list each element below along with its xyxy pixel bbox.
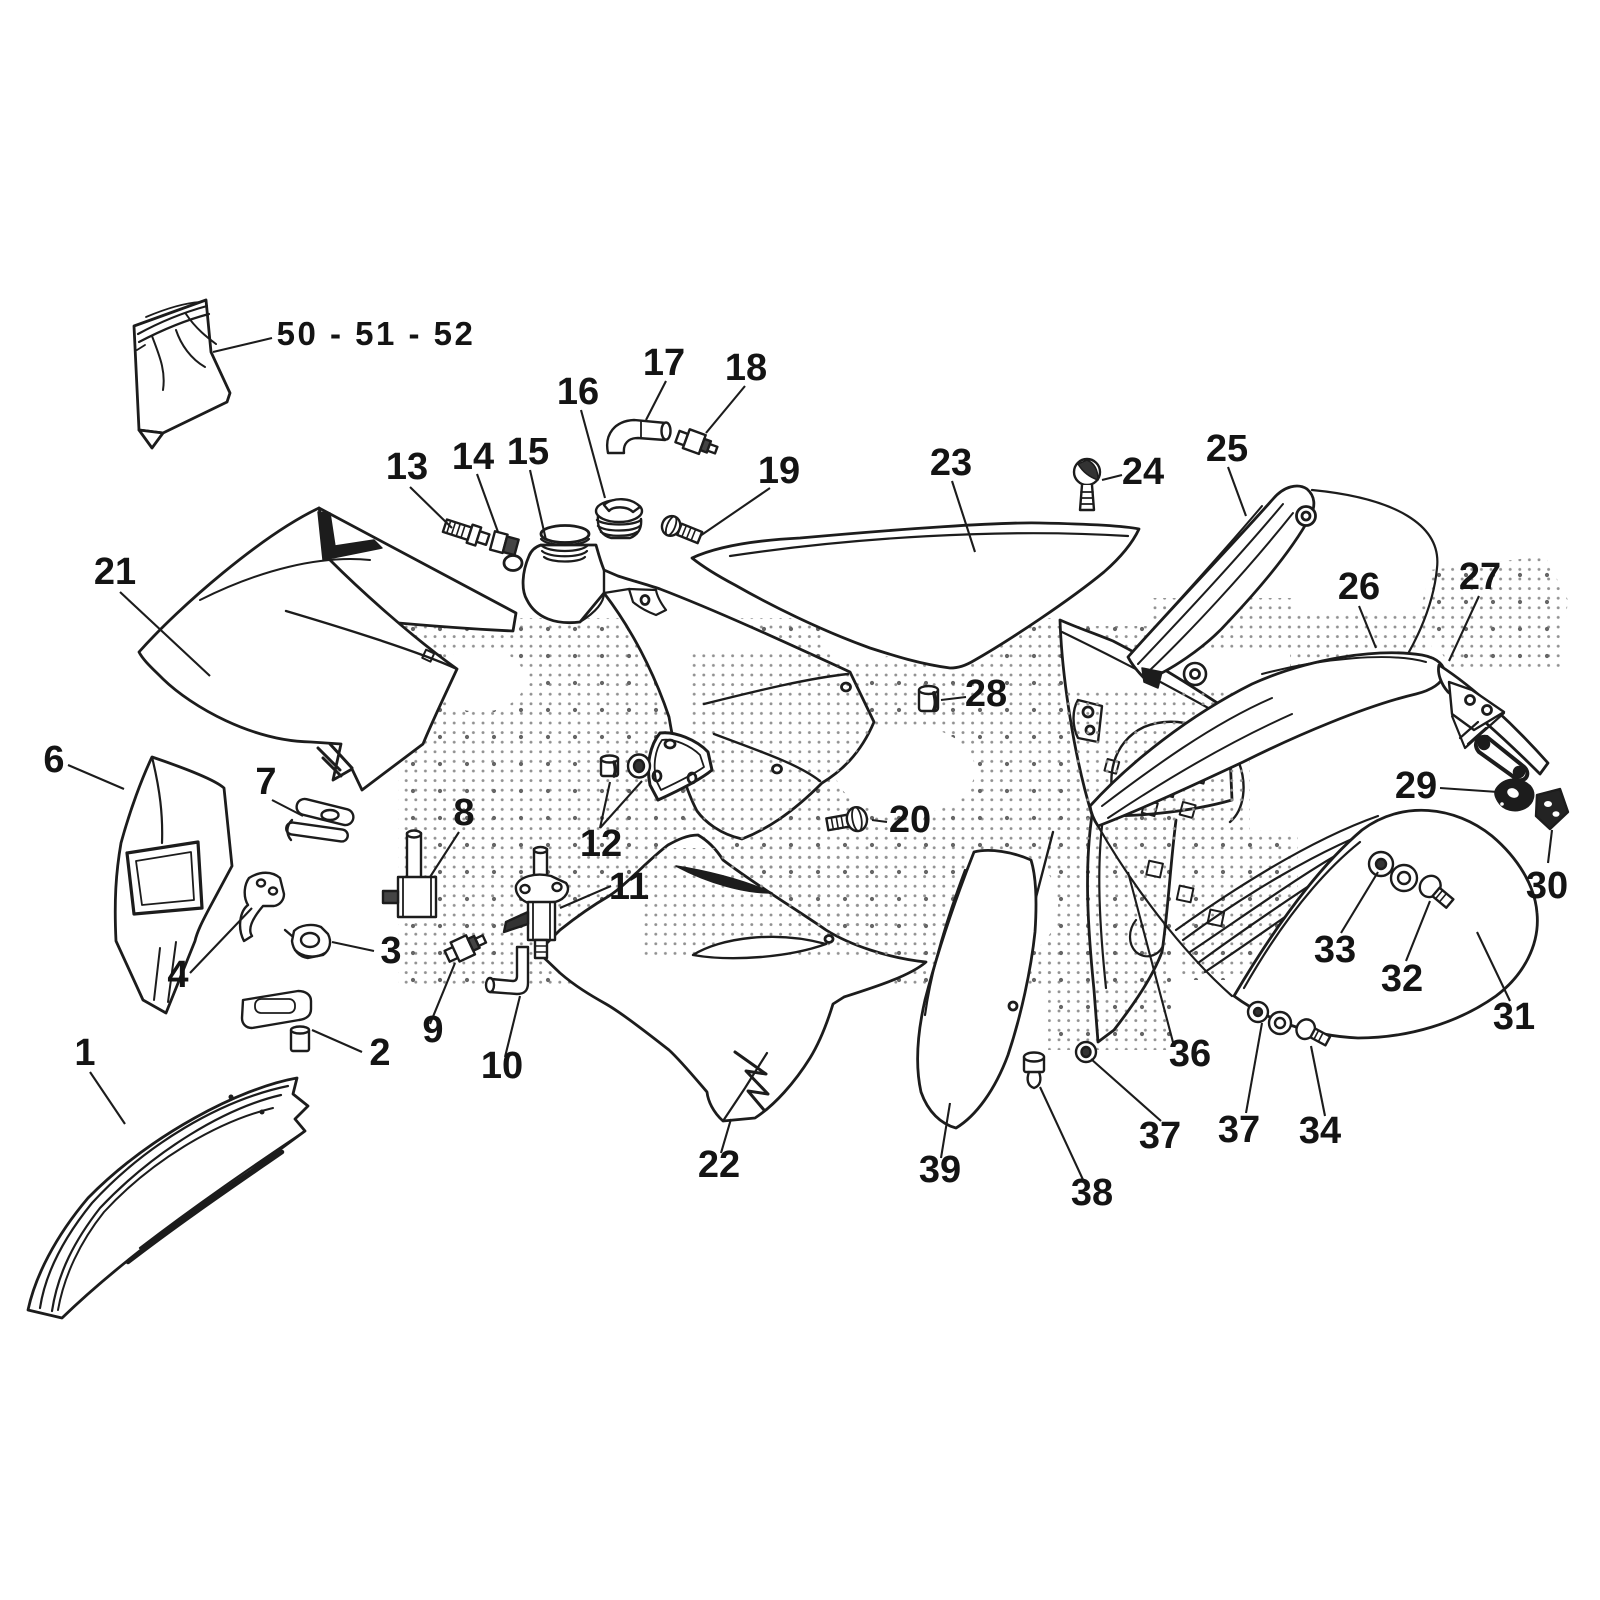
svg-text:18: 18 [725, 347, 767, 389]
svg-text:8: 8 [453, 792, 474, 834]
svg-text:2: 2 [369, 1032, 390, 1074]
svg-text:38: 38 [1071, 1172, 1113, 1214]
svg-text:3: 3 [380, 930, 401, 972]
svg-text:24: 24 [1122, 451, 1164, 493]
svg-text:6: 6 [43, 739, 64, 781]
svg-text:17: 17 [643, 342, 685, 384]
svg-text:10: 10 [481, 1045, 523, 1087]
svg-text:16: 16 [557, 371, 599, 413]
svg-text:31: 31 [1493, 996, 1535, 1038]
svg-text:9: 9 [422, 1009, 443, 1051]
svg-text:32: 32 [1381, 958, 1423, 1000]
svg-text:29: 29 [1395, 765, 1437, 807]
svg-text:13: 13 [386, 446, 428, 488]
svg-text:25: 25 [1206, 428, 1248, 470]
svg-text:21: 21 [94, 551, 136, 593]
svg-text:28: 28 [965, 673, 1007, 715]
svg-text:15: 15 [507, 431, 549, 473]
svg-text:22: 22 [698, 1144, 740, 1186]
svg-text:27: 27 [1459, 556, 1501, 598]
svg-text:20: 20 [889, 799, 931, 841]
svg-text:4: 4 [167, 954, 188, 996]
svg-text:11: 11 [609, 866, 649, 908]
svg-text:1: 1 [74, 1032, 95, 1074]
svg-text:7: 7 [255, 761, 276, 803]
svg-text:26: 26 [1338, 566, 1380, 608]
svg-text:37: 37 [1218, 1109, 1260, 1151]
svg-text:14: 14 [452, 436, 494, 478]
svg-text:23: 23 [930, 442, 972, 484]
svg-text:36: 36 [1169, 1033, 1211, 1075]
svg-text:37: 37 [1139, 1115, 1181, 1157]
svg-text:33: 33 [1314, 929, 1356, 971]
svg-text:50 - 51 - 52: 50 - 51 - 52 [277, 315, 476, 352]
svg-text:19: 19 [758, 450, 800, 492]
svg-text:34: 34 [1299, 1110, 1341, 1152]
svg-text:39: 39 [919, 1149, 961, 1191]
svg-text:30: 30 [1526, 865, 1568, 907]
svg-text:12: 12 [580, 823, 622, 865]
